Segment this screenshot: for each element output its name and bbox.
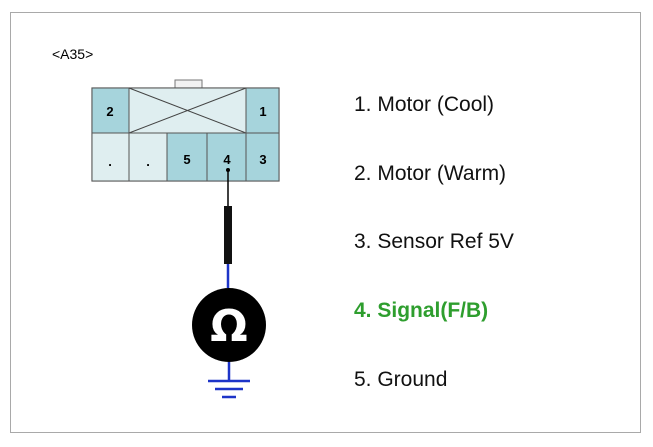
pin-label-5: 5	[183, 152, 190, 167]
pin-cell-5	[166, 132, 208, 182]
legend-item-5: 5. Ground	[354, 368, 448, 391]
pin-cell-2	[91, 87, 130, 134]
pin-label-1: 1	[259, 104, 266, 119]
pin-label-empty-a: .	[108, 154, 112, 169]
ground-icon	[208, 379, 250, 399]
pin-cell-4	[206, 132, 247, 182]
pin-cell-1	[245, 87, 280, 134]
probe-body	[224, 206, 232, 264]
probe-contact-dot	[226, 168, 230, 172]
ohmmeter-symbol: Ω	[210, 301, 247, 352]
legend-item-1: 1. Motor (Cool)	[354, 93, 495, 116]
pin-label-empty-b: .	[146, 154, 150, 169]
ohmmeter-icon	[192, 288, 266, 362]
unused-cavity-cross-b	[128, 87, 247, 134]
connector-id-label: <A35>	[52, 46, 94, 62]
legend-item-4: 4. Signal(F/B)	[354, 299, 489, 322]
diagram-frame	[10, 12, 641, 433]
pin-cell-3	[245, 132, 280, 182]
legend-item-2: 2. Motor (Warm)	[354, 162, 507, 185]
legend-item-3: 3. Sensor Ref 5V	[354, 230, 514, 253]
pin-label-4: 4	[223, 152, 231, 167]
pin-label-3: 3	[259, 152, 266, 167]
pin-label-2: 2	[106, 104, 113, 119]
